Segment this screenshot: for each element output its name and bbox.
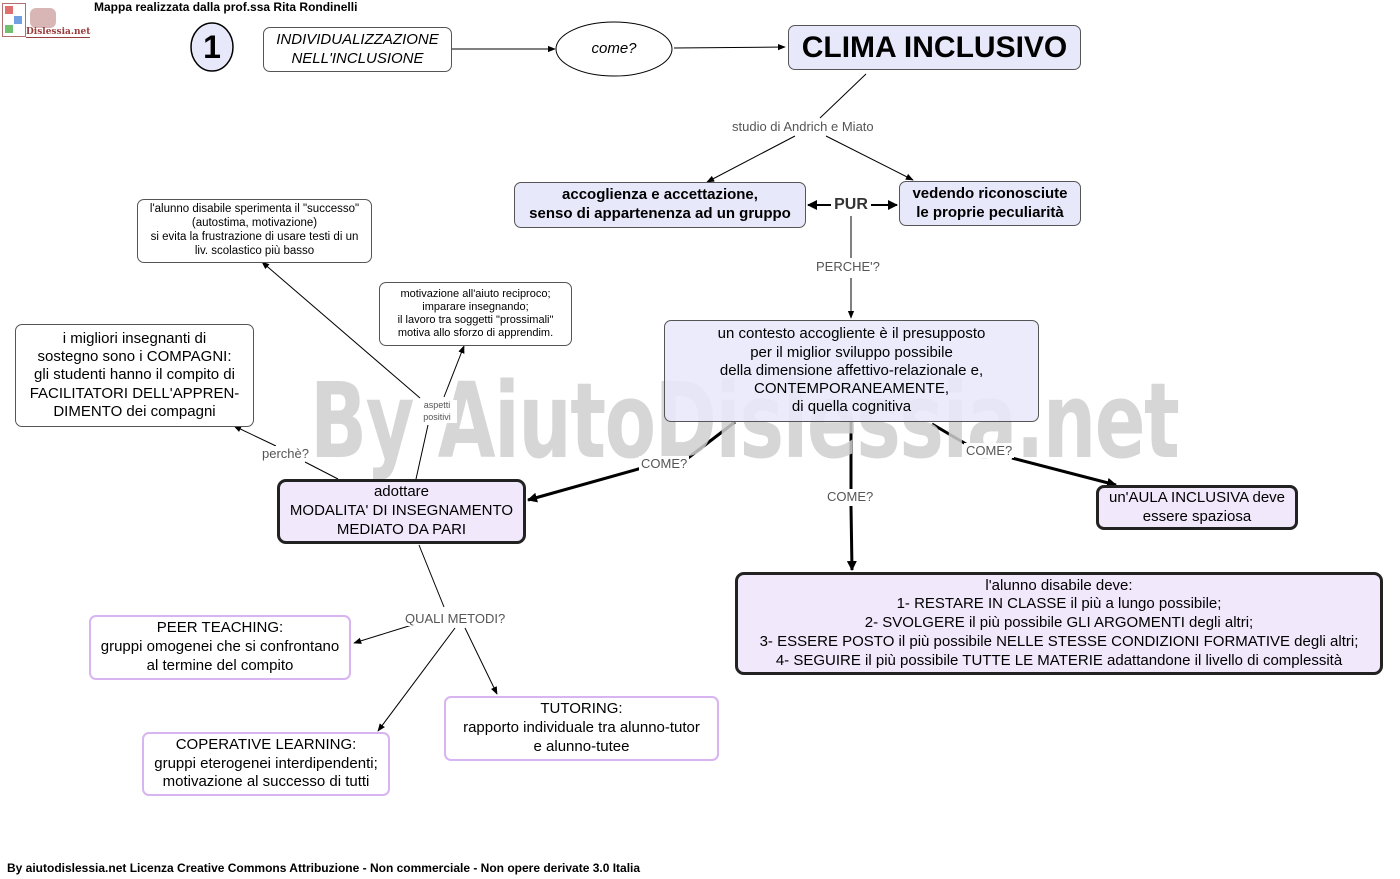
node-pur: PUR: [834, 196, 868, 213]
node-successo-line: (autostima, motivazione): [191, 217, 318, 230]
link-perche-small-insegnanti: [233, 425, 277, 447]
label-come-mid: COME?: [825, 489, 876, 504]
node-insegnanti-line: i migliori insegnanti di: [62, 329, 207, 347]
link-clima-studio: [819, 73, 867, 119]
node-tutoring: TUTORING: rapporto individuale tra alunn…: [444, 696, 719, 761]
node-peer-teaching-line: PEER TEACHING:: [156, 619, 284, 637]
node-accoglienza-line: senso di appartenenza ad un gruppo: [529, 205, 791, 222]
label-come-right: COME?: [964, 443, 1015, 458]
site-logo: Dislessia.net: [0, 0, 91, 40]
node-cooperative-learning-line: gruppi eterogenei interdipendenti;: [154, 754, 378, 772]
link-quali-peer: [353, 624, 413, 644]
link-quali-tutoring: [464, 627, 498, 695]
node-tutoring-line: e alunno-tutee: [533, 737, 630, 755]
label-studio: studio di Andrich e Miato: [730, 119, 876, 134]
link-studio-accoglienza: [706, 135, 796, 183]
link-come-left-modalita: [527, 466, 643, 503]
node-vedendo-line: le proprie peculiarità: [916, 203, 1064, 221]
map-number-badge: [190, 22, 234, 72]
node-motivazione-line: imparare insegnando;: [422, 300, 529, 313]
node-motivazione-line: motiva allo sforzo di apprendim.: [397, 327, 554, 340]
link-studio-vedendo: [825, 135, 914, 181]
node-insegnanti-line: FACILITATORI DELL'APPREN-: [29, 384, 240, 402]
node-motivazione-line: motivazione all'aiuto reciproco;: [400, 287, 551, 300]
node-contesto-line: CONTEMPORANEAMENTE,: [753, 380, 949, 398]
link-contesto-come-right: [931, 422, 967, 446]
node-peer-teaching-line: al termine del compito: [146, 656, 294, 674]
node-insegnanti-line: sostegno sono i COMPAGNI:: [37, 348, 232, 366]
link-modalita-perche-small: [304, 461, 339, 480]
link-modalita-aspetti: [415, 424, 429, 480]
node-peer-teaching-line: gruppi omogenei che si confrontano: [100, 638, 340, 656]
node-alunno-disabile-line: l'alunno disabile deve:: [985, 576, 1133, 594]
node-accoglienza: accoglienza e accettazione, senso di app…: [514, 182, 806, 228]
come-node: [555, 21, 673, 77]
node-vedendo-line: vedendo riconosciute: [912, 184, 1068, 202]
node-vedendo: vedendo riconosciute le proprie peculiar…: [899, 181, 1081, 226]
node-accoglienza-line: accoglienza e accettazione,: [562, 186, 758, 204]
node-contesto-line: della dimensione affettivo-relazionale e…: [719, 361, 984, 379]
label-aspetti: aspetti positivi: [417, 400, 457, 424]
node-tutoring-line: rapporto individuale tra alunno-tutor: [463, 719, 700, 737]
node-aula-inclusiva: un'AULA INCLUSIVA deve essere spaziosa: [1096, 485, 1298, 530]
node-motivazione-line: il lavoro tra soggetti "prossimali": [397, 314, 554, 326]
label-perche: PERCHE'?: [814, 259, 882, 274]
node-alunno-disabile-line: 1- RESTARE IN CLASSE il più a lungo poss…: [896, 595, 1222, 613]
link-aspetti-successo: [261, 261, 421, 399]
node-modalita: adottare MODALITA' DI INSEGNAMENTO MEDIA…: [277, 479, 526, 544]
node-contesto-line: per il miglior sviluppo possibile: [750, 343, 953, 361]
node-successo-line: l'alunno disabile sperimenta il "success…: [149, 203, 360, 216]
label-come-left: COME?: [639, 456, 690, 471]
header-credit: Mappa realizzata dalla prof.ssa Rita Ron…: [94, 0, 358, 14]
link-quali-cooperative: [377, 627, 456, 732]
node-aula-inclusiva-line: essere spaziosa: [1142, 507, 1252, 525]
node-clima-inclusivo: CLIMA INCLUSIVO: [788, 25, 1081, 70]
node-aula-inclusiva-line: un'AULA INCLUSIVA deve: [1108, 488, 1285, 506]
node-individualizzazione-line: NELL'INCLUSIONE: [291, 49, 424, 67]
label-quali-metodi: QUALI METODI?: [403, 611, 508, 626]
node-modalita-line: adottare: [373, 483, 430, 501]
link-contesto-come-left: [687, 420, 736, 460]
logo-block-a: [5, 6, 13, 14]
node-cooperative-learning-line: COPERATIVE LEARNING:: [175, 735, 357, 753]
logo-text: Dislessia.net: [26, 27, 91, 38]
node-modalita-line: MEDIATO DA PARI: [336, 520, 467, 538]
node-alunno-disabile-line: 4- SEGUIRE il più possibile TUTTE LE MAT…: [775, 651, 1343, 669]
node-successo: l'alunno disabile sperimenta il "success…: [137, 199, 372, 263]
node-motivazione: motivazione all'aiuto reciproco; imparar…: [379, 282, 572, 346]
map-number: 1: [203, 29, 221, 65]
label-perche-small: perchè?: [260, 446, 311, 461]
node-peer-teaching: PEER TEACHING: gruppi omogenei che si co…: [89, 615, 351, 680]
node-alunno-disabile: l'alunno disabile deve: 1- RESTARE IN CL…: [735, 572, 1383, 675]
footer-license: By aiutodislessia.net Licenza Creative C…: [7, 861, 641, 875]
node-modalita-line: MODALITA' DI INSEGNAMENTO: [289, 502, 514, 520]
node-successo-line: si evita la frustrazione di usare testi …: [150, 231, 359, 243]
node-insegnanti: i migliori insegnanti di sostegno sono i…: [15, 324, 254, 427]
node-tutoring-line: TUTORING:: [540, 700, 623, 718]
link-aspetti-motivazione: [443, 345, 465, 398]
node-contesto-line: di quella cognitiva: [791, 398, 912, 416]
node-successo-line: liv. scolastico più basso: [194, 244, 315, 257]
link-modalita-quali: [418, 544, 445, 608]
link-come-right-aula: [1011, 456, 1117, 488]
logo-block-d: [5, 25, 13, 33]
link-come-mid-alunno: [846, 505, 857, 571]
node-contesto-line: un contesto accogliente è il presupposto: [717, 325, 986, 343]
label-aspetti-line: positivi: [423, 411, 451, 422]
node-cooperative-learning-line: motivazione al successo di tutti: [162, 773, 370, 791]
node-contesto: un contesto accogliente è il presupposto…: [664, 320, 1039, 422]
node-alunno-disabile-line: 3- ESSERE POSTO il più possibile NELLE S…: [759, 632, 1359, 650]
logo-figure: [30, 8, 56, 28]
node-cooperative-learning: COPERATIVE LEARNING: gruppi eterogenei i…: [142, 732, 390, 796]
label-aspetti-line: aspetti: [423, 400, 451, 410]
node-alunno-disabile-line: 2- SVOLGERE il più possibile GLI ARGOMEN…: [864, 614, 1254, 632]
node-insegnanti-line: gli studenti hanno il compito di: [34, 366, 235, 384]
link-come-clima: [673, 43, 786, 51]
node-individualizzazione: INDIVIDUALIZZAZIONE NELL'INCLUSIONE: [263, 27, 452, 72]
logo-block-t: [14, 16, 22, 24]
node-come: come?: [591, 39, 637, 57]
node-individualizzazione-line: INDIVIDUALIZZAZIONE: [276, 30, 439, 48]
node-insegnanti-line: DIMENTO dei compagni: [53, 402, 216, 420]
